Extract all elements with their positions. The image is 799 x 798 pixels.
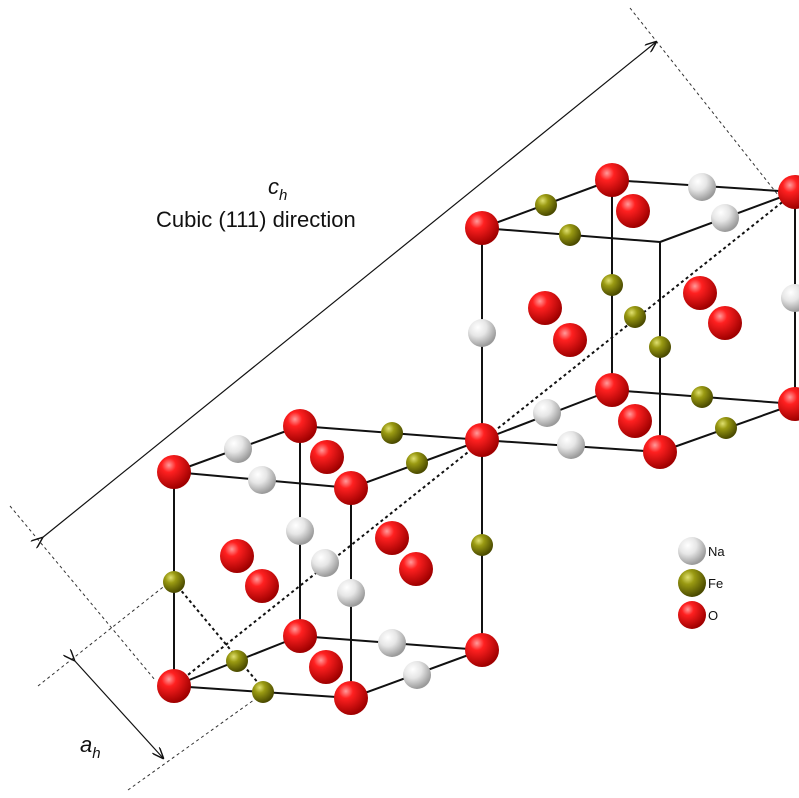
- atom-o: [616, 194, 650, 228]
- atom-o: [157, 455, 191, 489]
- atom-fe: [649, 336, 671, 358]
- atom-o: [283, 409, 317, 443]
- atom-na: [311, 549, 339, 577]
- atom-o: [528, 291, 562, 325]
- atom-o: [245, 569, 279, 603]
- atom-o: [595, 373, 629, 407]
- atom-o: [553, 323, 587, 357]
- atom-o: [220, 539, 254, 573]
- ch-arrow: [42, 42, 656, 538]
- atom-fe: [406, 452, 428, 474]
- atom-fe: [559, 224, 581, 246]
- atom-o: [465, 633, 499, 667]
- legend-na-swatch: [678, 537, 706, 565]
- atom-na: [248, 466, 276, 494]
- atom-fe: [252, 681, 274, 703]
- atom-o: [334, 471, 368, 505]
- atom-o: [375, 521, 409, 555]
- atom-na: [468, 319, 496, 347]
- atom-o: [157, 669, 191, 703]
- atom-o: [310, 440, 344, 474]
- atom-na: [688, 173, 716, 201]
- legend-na-label: Na: [708, 544, 725, 559]
- atom-fe: [471, 534, 493, 556]
- legend-item-fe: Fe: [678, 569, 723, 597]
- atom-o: [465, 211, 499, 245]
- atom-fe: [535, 194, 557, 216]
- atom-o: [683, 276, 717, 310]
- atom-na: [781, 284, 799, 312]
- legend-fe-swatch: [678, 569, 706, 597]
- ah-arrow: [74, 660, 163, 758]
- atom-na: [378, 629, 406, 657]
- atom-na: [224, 435, 252, 463]
- ch-label: ch: [268, 174, 287, 204]
- atom-fe: [601, 274, 623, 296]
- atom-fe: [715, 417, 737, 439]
- atom-o: [399, 552, 433, 586]
- atom-na: [337, 579, 365, 607]
- atom-o: [465, 423, 499, 457]
- atom-o: [618, 404, 652, 438]
- atoms: [157, 163, 799, 715]
- atom-na: [286, 517, 314, 545]
- ah-extension-left: [37, 579, 173, 687]
- atom-o: [309, 650, 343, 684]
- legend: Na Fe O: [678, 537, 725, 629]
- atom-fe: [381, 422, 403, 444]
- legend-item-o: O: [678, 601, 718, 629]
- legend-o-swatch: [678, 601, 706, 629]
- atom-fe: [163, 571, 185, 593]
- legend-o-label: O: [708, 608, 718, 623]
- direction-label: Cubic (111) direction: [156, 207, 356, 232]
- atom-o: [708, 306, 742, 340]
- ah-extension-right: [127, 691, 266, 791]
- atom-fe: [624, 306, 646, 328]
- ah-dimension: [37, 579, 266, 791]
- atom-o: [283, 619, 317, 653]
- legend-fe-label: Fe: [708, 576, 723, 591]
- atom-na: [403, 661, 431, 689]
- atom-na: [711, 204, 739, 232]
- atom-o: [643, 435, 677, 469]
- atom-fe: [226, 650, 248, 672]
- atom-o: [778, 387, 799, 421]
- atom-na: [533, 399, 561, 427]
- atom-o: [778, 175, 799, 209]
- ch-extension-bottom: [9, 505, 156, 681]
- atom-o: [334, 681, 368, 715]
- legend-item-na: Na: [678, 537, 725, 565]
- ch-extension-top: [629, 7, 783, 201]
- ah-label: ah: [80, 732, 101, 762]
- atom-fe: [691, 386, 713, 408]
- atom-o: [595, 163, 629, 197]
- atom-na: [557, 431, 585, 459]
